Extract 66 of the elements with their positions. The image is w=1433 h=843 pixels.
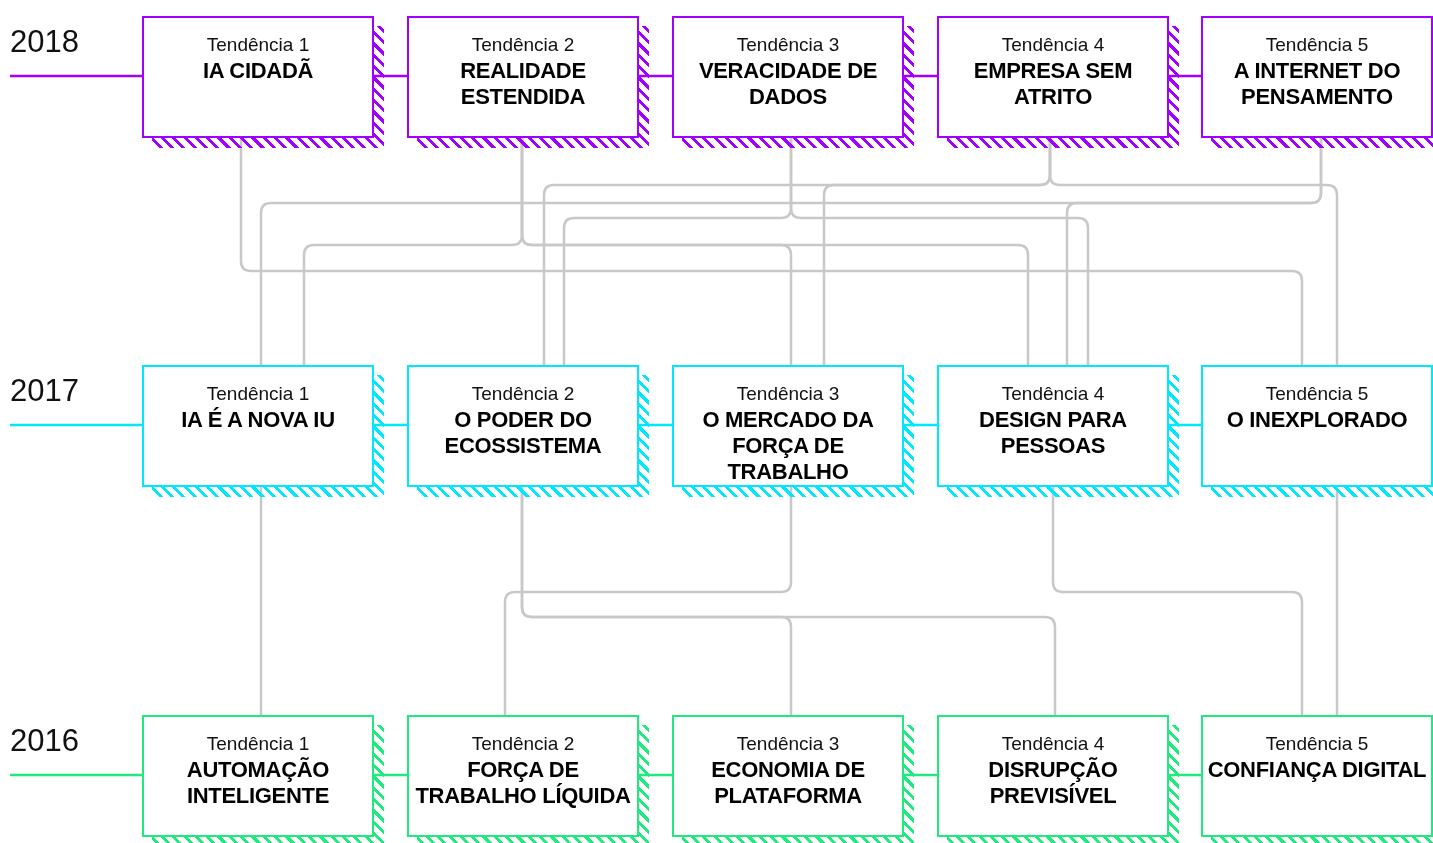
timeline-line bbox=[639, 74, 672, 78]
trend-box bbox=[1201, 16, 1433, 138]
trend-title: DESIGN PARA PESSOAS bbox=[978, 407, 1128, 459]
timeline-line bbox=[904, 423, 937, 427]
trend-title: IA CIDADÃ bbox=[202, 58, 314, 84]
trend-box bbox=[1201, 365, 1433, 487]
trend-number: Tendência 4 bbox=[1001, 383, 1105, 405]
timeline-line bbox=[904, 74, 937, 78]
trend-box bbox=[407, 16, 639, 138]
trend-title: EMPRESA SEM ATRITO bbox=[972, 58, 1134, 110]
connector-line bbox=[259, 487, 263, 715]
trend-title: ECONOMIA DE PLATAFORMA bbox=[710, 757, 866, 809]
trend-box bbox=[937, 715, 1169, 837]
trend-box bbox=[1201, 715, 1433, 837]
trend-number: Tendência 1 bbox=[206, 733, 310, 755]
trend-title: IA É A NOVA IU bbox=[181, 407, 335, 433]
year-label: 2018 bbox=[10, 24, 79, 60]
timeline-line bbox=[10, 74, 142, 78]
trend-number: Tendência 1 bbox=[206, 383, 310, 405]
trend-number: Tendência 2 bbox=[471, 733, 575, 755]
year-label: 2016 bbox=[10, 723, 79, 759]
trend-box bbox=[672, 16, 904, 138]
trend-number: Tendência 3 bbox=[736, 733, 840, 755]
timeline-line bbox=[1169, 773, 1201, 777]
trend-box bbox=[407, 365, 639, 487]
trend-number: Tendência 2 bbox=[471, 34, 575, 56]
timeline-line bbox=[374, 773, 407, 777]
trend-box bbox=[672, 365, 904, 487]
trend-number: Tendência 5 bbox=[1265, 733, 1369, 755]
timeline-line bbox=[1169, 74, 1201, 78]
connector-line bbox=[789, 138, 1090, 365]
timeline-line bbox=[639, 423, 672, 427]
trend-title: CONFIANÇA DIGITAL bbox=[1207, 757, 1427, 783]
trend-number: Tendência 4 bbox=[1001, 34, 1105, 56]
timeline-line bbox=[374, 423, 407, 427]
trend-title: O INEXPLORADO bbox=[1226, 407, 1408, 433]
timeline-line bbox=[639, 773, 672, 777]
timeline-line bbox=[10, 423, 142, 427]
timeline-line bbox=[10, 773, 142, 777]
trend-box bbox=[937, 16, 1169, 138]
trend-box bbox=[142, 365, 374, 487]
trend-number: Tendência 5 bbox=[1265, 34, 1369, 56]
trend-number: Tendência 3 bbox=[736, 383, 840, 405]
trend-box bbox=[407, 715, 639, 837]
trend-title: A INTERNET DO PENSAMENTO bbox=[1232, 58, 1402, 110]
timeline-line bbox=[1169, 423, 1201, 427]
trend-number: Tendência 3 bbox=[736, 34, 840, 56]
timeline-line bbox=[374, 74, 407, 78]
trend-title: AUTOMAÇÃO INTELIGENTE bbox=[185, 757, 331, 809]
trend-number: Tendência 4 bbox=[1001, 733, 1105, 755]
trend-box bbox=[142, 715, 374, 837]
trend-title: O PODER DO ECOSSISTEMA bbox=[443, 407, 603, 459]
trend-number: Tendência 5 bbox=[1265, 383, 1369, 405]
trend-title: O MERCADO DA FORÇA DE TRABALHO bbox=[701, 407, 875, 485]
trend-title: DISRUPÇÃO PREVISÍVEL bbox=[987, 757, 1119, 809]
timeline-line bbox=[904, 773, 937, 777]
connector-line bbox=[520, 487, 1057, 715]
trend-title: FORÇA DE TRABALHO LÍQUIDA bbox=[414, 757, 632, 809]
trend-title: VERACIDADE DE DADOS bbox=[697, 58, 879, 110]
trend-number: Tendência 1 bbox=[206, 34, 310, 56]
trend-box bbox=[672, 715, 904, 837]
trend-number: Tendência 2 bbox=[471, 383, 575, 405]
trend-box bbox=[937, 365, 1169, 487]
trend-title: REALIDADE ESTENDIDA bbox=[459, 58, 587, 110]
year-label: 2017 bbox=[10, 373, 79, 409]
trend-box bbox=[142, 16, 374, 138]
